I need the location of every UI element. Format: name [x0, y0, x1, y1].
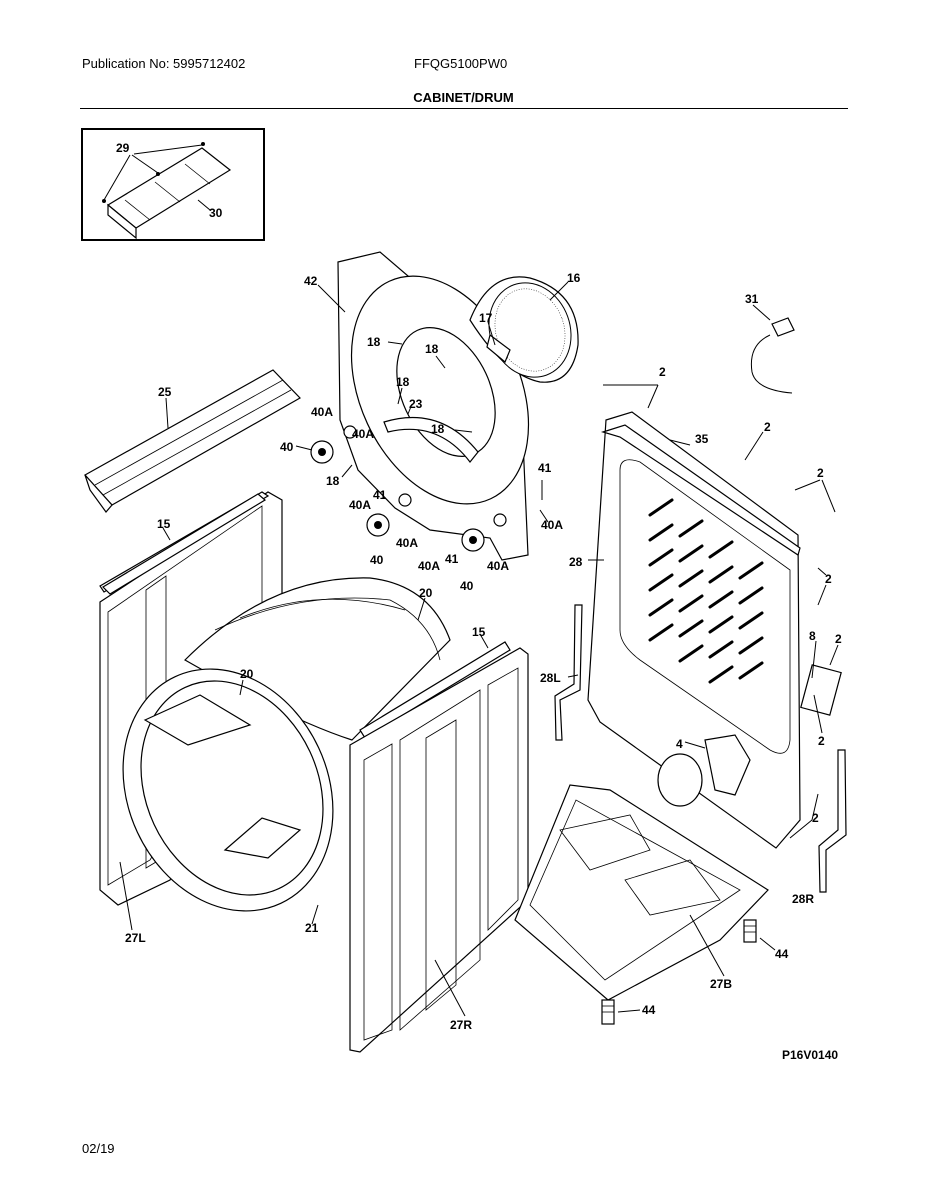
inset-box: [81, 128, 265, 241]
part-16-blower-housing: [469, 276, 579, 383]
callout-18-c: 18: [396, 375, 410, 389]
callout-40-a: 40: [280, 440, 294, 454]
callout-28R: 28R: [792, 892, 814, 906]
callout-2-e: 2: [835, 632, 842, 646]
callout-21: 21: [305, 921, 319, 935]
callout-40A-a: 40A: [311, 405, 333, 419]
callout-29: 29: [116, 141, 130, 155]
model-number: FFQG5100PW0: [414, 56, 508, 71]
publication-number: Publication No: 5995712402: [82, 56, 246, 71]
callout-40A-d: 40A: [396, 536, 418, 550]
callout-27L: 27L: [125, 931, 146, 945]
part-35-rear-panel: [587, 411, 842, 849]
part-30-bracket: [106, 147, 232, 240]
callout-27B: 27B: [710, 977, 732, 991]
page-title: CABINET/DRUM: [413, 90, 514, 105]
part-31-power-cord: [750, 317, 795, 394]
callout-40A-b: 40A: [352, 427, 374, 441]
callout-40A-f: 40A: [487, 559, 509, 573]
callout-20-a: 20: [419, 586, 433, 600]
part-21-drum: [122, 577, 451, 912]
part-15-top-rail-left: [102, 493, 267, 595]
part-15-top-rail-right: [359, 641, 511, 739]
callout-2-g: 2: [812, 811, 819, 825]
callout-40-c: 40: [460, 579, 474, 593]
callout-41-a: 41: [373, 488, 387, 502]
callout-41-c: 41: [538, 461, 552, 475]
part-25-top-rail: [84, 369, 301, 513]
callout-42: 42: [304, 274, 318, 288]
callout-18-b: 18: [425, 342, 439, 356]
part-28L-bracket: [554, 604, 583, 741]
callout-20-b: 20: [240, 667, 254, 681]
callout-2-b: 2: [764, 420, 771, 434]
callout-27R: 27R: [450, 1018, 472, 1032]
header-divider: [80, 108, 848, 109]
callout-30: 30: [209, 206, 223, 220]
callout-44-b: 44: [642, 1003, 656, 1017]
callout-labels: 29 30 42 16 31 17 18 18 18 18 18 23 25 4…: [116, 141, 842, 1062]
callout-40A-c: 40A: [349, 498, 371, 512]
callout-35: 35: [695, 432, 709, 446]
callout-18-e: 18: [326, 474, 340, 488]
callout-41-b: 41: [445, 552, 459, 566]
callout-31: 31: [745, 292, 759, 306]
callout-2-f: 2: [818, 734, 825, 748]
callout-18-a: 18: [367, 335, 381, 349]
part-28R-bracket: [818, 749, 847, 893]
callout-40A-g: 40A: [541, 518, 563, 532]
part-44-leveling-legs: [601, 919, 757, 1025]
rear-panel-louvers: [648, 498, 764, 684]
callout-8: 8: [809, 629, 816, 643]
callout-28L: 28L: [540, 671, 561, 685]
figure-id: P16V0140: [782, 1048, 838, 1062]
footer-date: 02/19: [82, 1141, 115, 1156]
part-29-screw-mid: [156, 172, 160, 176]
callout-2-c: 2: [817, 466, 824, 480]
callout-18-d: 18: [431, 422, 445, 436]
callout-4: 4: [676, 737, 683, 751]
callout-2-d: 2: [825, 572, 832, 586]
part-29-screw-left: [102, 199, 106, 203]
part-27B-base: [514, 784, 769, 1001]
callout-40A-e: 40A: [418, 559, 440, 573]
callout-17: 17: [479, 311, 493, 325]
callout-15-b: 15: [472, 625, 486, 639]
callout-25: 25: [158, 385, 172, 399]
callout-28: 28: [569, 555, 583, 569]
callout-16: 16: [567, 271, 581, 285]
callout-15-a: 15: [157, 517, 171, 531]
callout-40-b: 40: [370, 553, 384, 567]
callout-2-a: 2: [659, 365, 666, 379]
callout-44-a: 44: [775, 947, 789, 961]
leader-lines: [119, 281, 839, 1017]
part-40-bearing-rollers: [310, 440, 485, 552]
callout-23: 23: [409, 397, 423, 411]
